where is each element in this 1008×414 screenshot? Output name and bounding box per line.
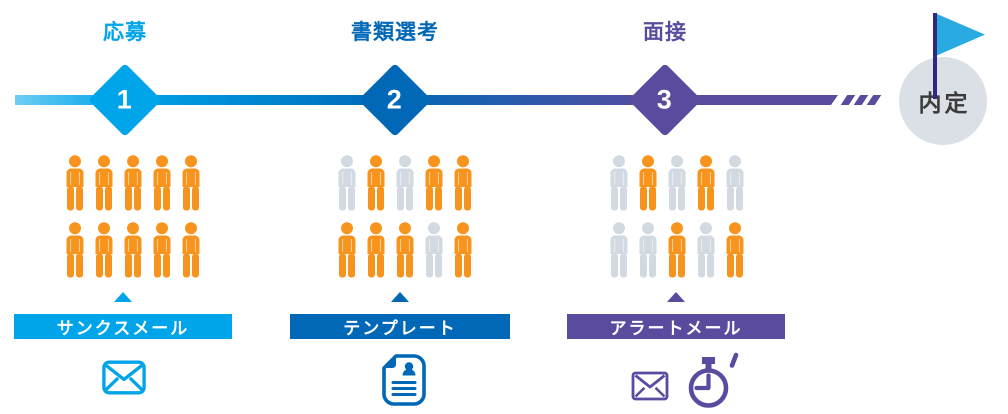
step-title-application: 応募	[103, 21, 147, 44]
person-icon	[182, 222, 200, 278]
timeline-dash-icon	[853, 95, 869, 105]
up-triangle-icon	[667, 292, 685, 302]
applicant-group-1	[63, 155, 203, 278]
up-triangle-icon	[391, 292, 409, 302]
person-icon	[396, 222, 414, 278]
person-icon	[610, 222, 628, 278]
timeline-dash-icon	[866, 95, 882, 105]
flag-pole-icon	[933, 13, 937, 99]
person-icon	[454, 222, 472, 278]
person-icon	[425, 222, 443, 278]
up-triangle-icon	[114, 292, 132, 302]
person-icon	[95, 155, 113, 211]
tag-template: テンプレート	[290, 314, 510, 339]
person-icon	[425, 155, 443, 211]
person-icon	[124, 155, 142, 211]
person-icon	[396, 155, 414, 211]
timeline-dash-icon	[840, 95, 856, 105]
person-icon	[182, 155, 200, 211]
person-icon	[697, 222, 715, 278]
step-number: 2	[387, 84, 403, 115]
person-icon	[726, 222, 744, 278]
person-icon	[95, 222, 113, 278]
applicant-group-3	[607, 155, 747, 278]
step-diamond-2: 2	[358, 63, 432, 137]
person-icon	[668, 155, 686, 211]
person-icon	[124, 222, 142, 278]
goal-circle: 内定	[899, 57, 987, 145]
resume-document-icon	[382, 354, 426, 411]
person-icon	[66, 155, 84, 211]
person-icon	[639, 222, 657, 278]
step-title-interview: 面接	[643, 21, 687, 44]
tag-alert-mail: アラートメール	[567, 314, 785, 339]
person-icon	[697, 155, 715, 211]
step-number: 3	[657, 84, 673, 115]
person-icon	[66, 222, 84, 278]
person-icon	[338, 155, 356, 211]
envelope-icon	[102, 360, 146, 400]
person-icon	[726, 155, 744, 211]
step-title-screening: 書類選考	[351, 21, 439, 44]
person-icon	[338, 222, 356, 278]
flag-pennant-icon	[937, 14, 985, 56]
person-icon	[639, 155, 657, 211]
step-number: 1	[117, 84, 133, 115]
person-icon	[367, 222, 385, 278]
person-icon	[153, 155, 171, 211]
applicant-group-2	[335, 155, 475, 278]
envelope-stopwatch-icon	[630, 349, 745, 414]
person-icon	[367, 155, 385, 211]
person-icon	[153, 222, 171, 278]
tag-thanks-mail: サンクスメール	[14, 314, 232, 339]
step-diamond-3: 3	[628, 63, 702, 137]
person-icon	[454, 155, 472, 211]
person-icon	[610, 155, 628, 211]
goal-label: 内定	[918, 90, 971, 116]
person-icon	[668, 222, 686, 278]
step-diamond-1: 1	[88, 63, 162, 137]
